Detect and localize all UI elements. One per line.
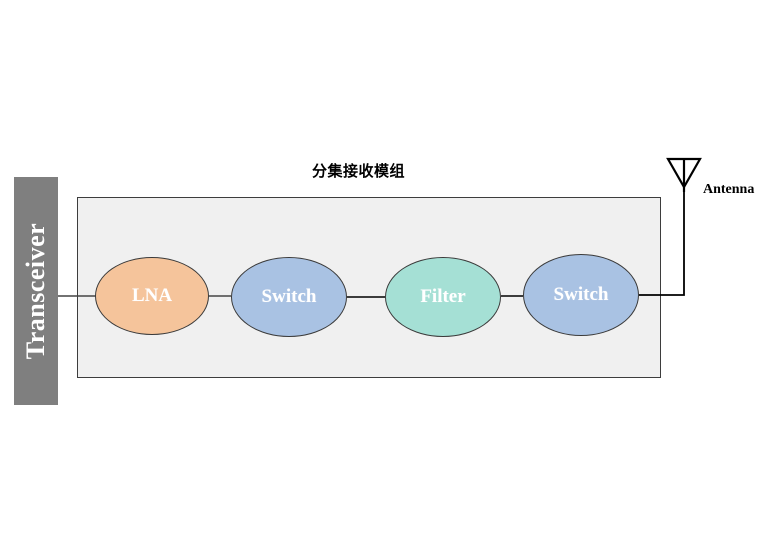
node-switch-1[interactable]: Switch [231,257,347,337]
node-lna[interactable]: LNA [95,257,209,335]
transceiver-label: Transceiver [21,222,51,360]
transceiver-block[interactable]: Transceiver [14,177,58,405]
node-lna-label: LNA [131,285,173,306]
antenna-label: Antenna [703,182,755,197]
node-switch-1-label: Switch [261,286,317,307]
node-filter-label: Filter [420,286,466,307]
antenna-icon [666,157,702,190]
node-switch-2-label: Switch [553,284,609,305]
module-title: 分集接收模组 [312,162,406,180]
node-switch-2[interactable]: Switch [523,254,639,336]
node-filter[interactable]: Filter [385,257,501,337]
